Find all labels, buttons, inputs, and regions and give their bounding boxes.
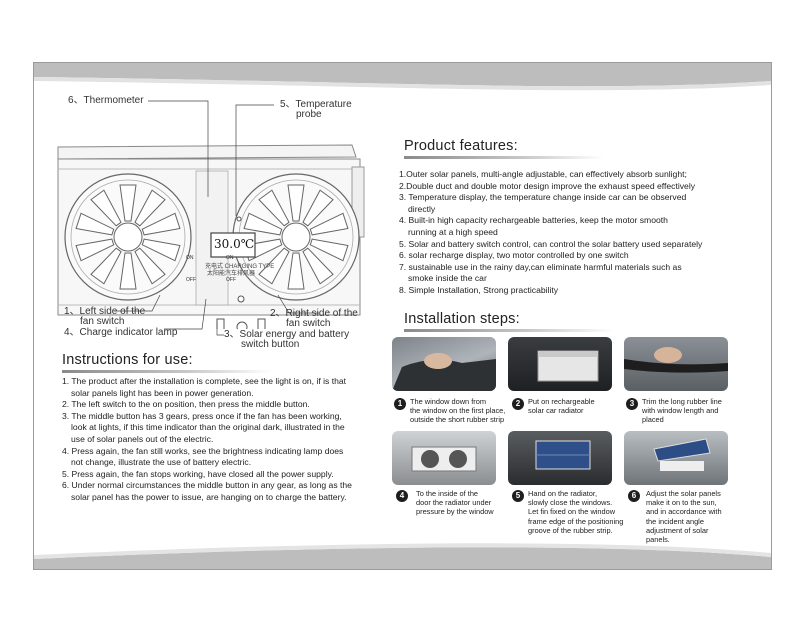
step-4-photo (392, 431, 496, 485)
charge-lamp-label: 4、Charge indicator lamp (64, 327, 178, 338)
step-2-number: 2 (512, 398, 524, 410)
left-switch-off-label: OFF (186, 277, 196, 283)
left-fan-icon (64, 173, 192, 301)
brand-label-2: 太阳能汽车排风器 (207, 271, 256, 277)
energy-switch-label-2: switch button (241, 339, 300, 350)
step-6-photo (624, 431, 728, 485)
left-switch-label-2: fan switch (80, 316, 125, 327)
top-band-decoration (34, 63, 771, 91)
probe-label-2: probe (296, 109, 322, 120)
right-switch-off-label: OFF (226, 277, 236, 283)
instruction-line: not change, illustrate the use of batter… (71, 457, 252, 468)
feature-line: 2.Double duct and double motor design im… (399, 180, 696, 191)
left-switch-icon (216, 318, 225, 340)
instruction-line: 6. Under normal circumstances the middle… (62, 480, 352, 491)
step-1-text: The window down from the window on the f… (410, 397, 506, 425)
features-list: 1.Outer solar panels, multi-angle adjust… (399, 169, 759, 297)
step-3-number: 3 (626, 398, 638, 410)
step-1-number: 1 (394, 398, 406, 410)
step-6-number: 6 (628, 490, 640, 502)
feature-line: directly (408, 203, 436, 214)
instructions-heading: Instructions for use: (62, 352, 272, 373)
step-4-number: 4 (396, 490, 408, 502)
temperature-reading: 30.0℃ (214, 237, 255, 251)
step-2-photo (508, 337, 612, 391)
step-6-text: Adjust the solar panels make it on to th… (646, 489, 722, 545)
temperature-display (210, 232, 256, 258)
installation-heading: Installation steps: (404, 311, 614, 332)
energy-switch-label-1: 3、Solar energy and battery (224, 329, 350, 340)
instruction-line: 5. Press again, the fan stops working, h… (62, 468, 334, 479)
feature-line: 8. Simple Installation, Strong practicab… (399, 284, 559, 295)
brand-label-1: 充电式 CHARGING TYPE (205, 264, 275, 270)
feature-line: 5. Solar and battery switch control, can… (399, 238, 703, 249)
probe-label-1: 5、Temperature (280, 99, 352, 110)
right-switch-label-2: fan switch (286, 318, 331, 329)
step-5-number: 5 (512, 490, 524, 502)
feature-line: running at a high speed (408, 226, 498, 237)
thermometer-label: 6、Thermometer (68, 95, 144, 106)
indicator-lamp-icon (237, 295, 245, 303)
step-1-photo (392, 337, 496, 391)
bottom-band-decoration (34, 543, 771, 569)
instruction-line: solar panels light has been in power gen… (71, 387, 254, 398)
instruction-line: use of solar panels out of the electric. (71, 433, 214, 444)
step-3-text: Trim the long rubber line with window le… (642, 397, 722, 425)
feature-line: 1.Outer solar panels, multi-angle adjust… (399, 169, 687, 179)
instruction-line: solar panel has the power to issue, are … (71, 491, 347, 502)
feature-line: 6. solar recharge display, two motor con… (399, 250, 629, 261)
step-5-text: Hand on the radiator, slowly close the w… (528, 489, 624, 535)
features-heading: Product features: (404, 138, 604, 159)
instructions-list: 1. The product after the installation is… (62, 376, 374, 504)
product-diagram: 30.0℃ 充电式 CHARGING TYPE 太阳能汽车排风器 (56, 129, 366, 340)
step-2-text: Put on rechargeable solar car radiator (528, 397, 595, 416)
instruction-line: 1. The product after the installation is… (62, 376, 347, 386)
solar-fan-illustration (57, 144, 365, 340)
step-3-photo (624, 337, 728, 391)
right-switch-label-1: 2、Right side of the (270, 308, 358, 319)
middle-button-icon (236, 321, 248, 333)
instruction-line: look at lights, if this time indicator t… (71, 422, 345, 433)
left-switch-on-label: ON (186, 255, 194, 261)
right-switch-on-label: ON (226, 255, 234, 261)
feature-line: 4. Built-in high capacity rechargeable b… (399, 215, 668, 226)
left-switch-label-1: 1、Left side of the (64, 306, 146, 317)
feature-line: smoke inside the car (408, 273, 487, 284)
feature-line: 7. sustainable use in the rainy day,can … (399, 261, 682, 272)
step-4-text: To the inside of the door the radiator u… (416, 489, 494, 517)
manual-sheet: 30.0℃ 充电式 CHARGING TYPE 太阳能汽车排风器 ON OFF … (33, 62, 772, 570)
step-5-photo (508, 431, 612, 485)
instruction-line: 4. Press again, the fan still works, see… (62, 445, 344, 456)
instruction-line: 2. The left switch to the on position, t… (62, 399, 310, 410)
feature-line: 3. Temperature display, the temperature … (399, 192, 687, 203)
right-switch-icon (257, 318, 266, 340)
instruction-line: 3. The middle button has 3 gears, press … (62, 410, 342, 421)
